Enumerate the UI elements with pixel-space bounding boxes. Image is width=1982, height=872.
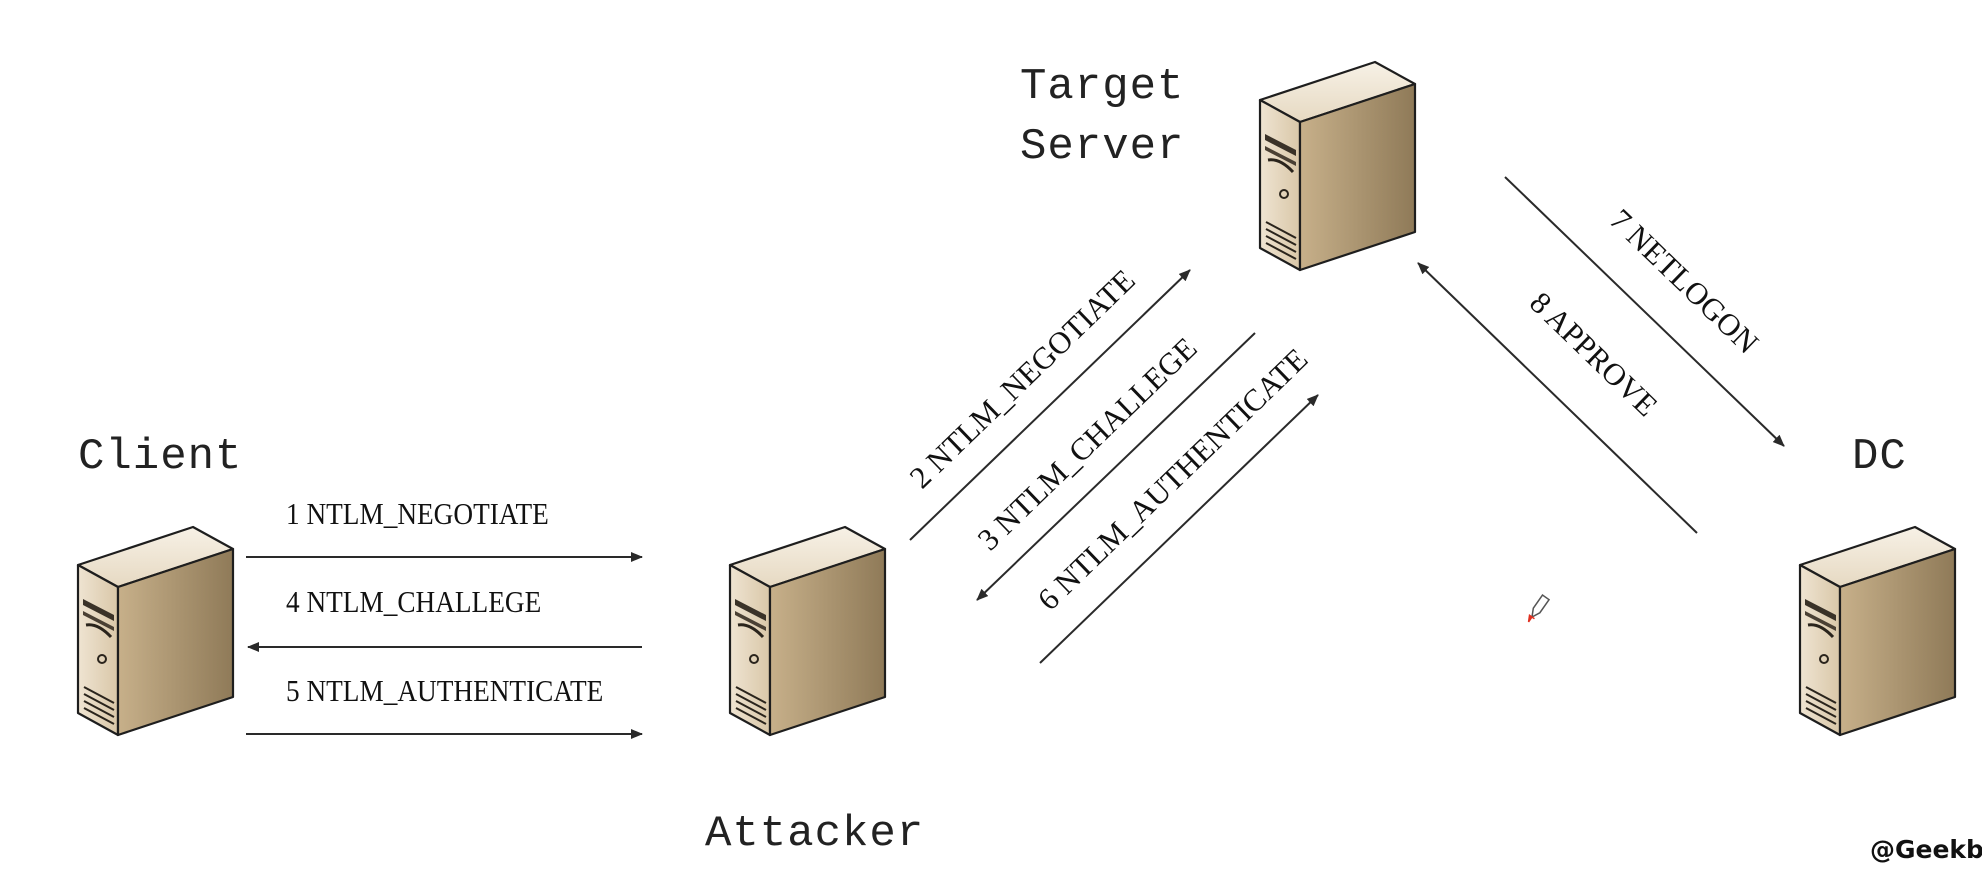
client-server-icon — [76, 525, 235, 737]
message-1-label: 1 NTLM_NEGOTIATE — [286, 497, 549, 531]
arrow-3-target-to-attacker — [976, 332, 1256, 601]
attacker-label: Attacker — [705, 809, 924, 859]
target-server-icon — [1258, 60, 1417, 272]
watermark-label: @Geekby — [1870, 835, 1982, 864]
message-2-label: 2 NTLM_NEGOTIATE — [903, 262, 1142, 495]
target-label-line2: Server — [1020, 122, 1184, 172]
arrow-6-attacker-to-target — [1039, 394, 1319, 664]
attacker-server-icon — [728, 525, 887, 737]
message-4-label: 4 NTLM_CHALLEGE — [286, 585, 541, 619]
dc-server-icon — [1798, 525, 1957, 737]
arrow-7-target-to-dc — [1504, 176, 1785, 447]
message-5-label: 5 NTLM_AUTHENTICATE — [286, 674, 603, 708]
client-label: Client — [78, 432, 242, 482]
target-label-line1: Target — [1020, 62, 1184, 112]
message-7-label: 7 NETLOGON — [1603, 202, 1765, 361]
arrow-8-dc-to-target — [1417, 262, 1698, 534]
message-8-label: 8 APPROVE — [1523, 285, 1664, 423]
arrow-2-attacker-to-target — [909, 269, 1191, 541]
message-3-label: 3 NTLM_CHALLEGE — [971, 330, 1204, 557]
pen-cursor-icon — [1527, 594, 1551, 623]
dc-label: DC — [1852, 432, 1907, 482]
